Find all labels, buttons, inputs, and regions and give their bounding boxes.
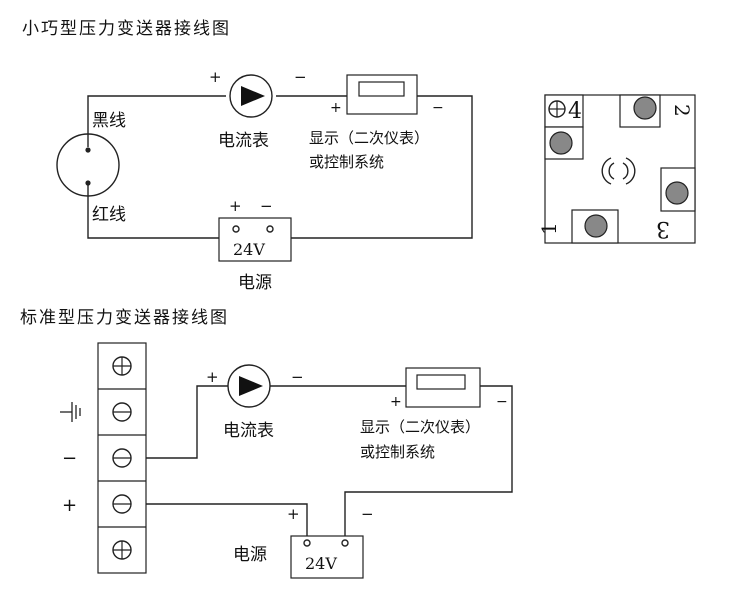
terminal-screw-minus [112, 448, 132, 468]
terminal-screw-ground [112, 402, 132, 422]
sensor-red-terminal [85, 180, 91, 186]
pin1-label: 1 [537, 222, 561, 235]
top-power [218, 217, 292, 262]
top-display-label-2: 或控制系统 [309, 153, 384, 171]
bottom-display-plus: + [390, 394, 402, 410]
top-ammeter-label: 电流表 [218, 131, 269, 151]
ground-icon [60, 402, 81, 422]
pin3-label: 3 [656, 216, 670, 241]
terminal-minus-label: − [62, 448, 77, 469]
top-display [346, 74, 418, 115]
terminal-screw-5 [112, 540, 132, 560]
top-ammeter-minus: − [294, 68, 307, 86]
pin4-dot [549, 131, 573, 155]
bottom-ammeter-label: 电流表 [223, 421, 274, 441]
bottom-display-label-2: 或控制系统 [360, 443, 435, 461]
bottom-power-minus: − [361, 505, 374, 523]
bottom-ammeter [227, 364, 271, 408]
top-display-plus: + [330, 100, 342, 116]
top-power-voltage: 24V [233, 240, 265, 259]
bottom-display [405, 367, 481, 408]
top-power-minus: − [260, 197, 273, 215]
top-title: 小巧型压力变送器接线图 [22, 19, 231, 39]
terminal-screw-plus [112, 494, 132, 514]
top-power-label: 电源 [238, 273, 272, 293]
top-display-label-1: 显示（二次仪表） [309, 129, 429, 147]
pin2-dot [633, 96, 657, 120]
bottom-power-label: 电源 [233, 545, 267, 565]
top-power-plus: + [229, 197, 242, 215]
bottom-power-voltage: 24V [305, 554, 337, 573]
ammeter-arrow-icon [239, 376, 263, 396]
sensor-black-terminal [85, 147, 91, 153]
terminal-block [97, 342, 147, 574]
bottom-power-plus: + [287, 505, 300, 523]
bottom-title: 标准型压力变送器接线图 [20, 308, 229, 328]
bottom-ammeter-plus: + [206, 368, 219, 386]
sensor [56, 133, 120, 197]
black-wire-label: 黑线 [92, 111, 126, 131]
bottom-power [290, 535, 364, 579]
bottom-display-minus: − [496, 394, 508, 410]
bottom-wires [146, 385, 513, 538]
top-ammeter-plus: + [209, 68, 222, 86]
ammeter-arrow-icon [241, 86, 265, 106]
pin3-dot [665, 181, 689, 205]
top-wires [87, 95, 473, 239]
sensor-circle [56, 133, 120, 197]
bottom-display-label-1: 显示（二次仪表） [360, 418, 480, 436]
pin2-label: 2 [670, 104, 694, 117]
bottom-ammeter-minus: − [291, 368, 304, 386]
pin4-label: 4 [568, 99, 582, 124]
red-wire-label: 红线 [92, 205, 126, 225]
connector-pinout: 4 2 3 1 [537, 94, 696, 244]
top-ammeter [229, 74, 273, 118]
pin1-dot [584, 214, 608, 238]
terminal-screw-1 [112, 356, 132, 376]
top-display-minus: − [432, 100, 444, 116]
terminal-plus-label: + [62, 495, 77, 516]
